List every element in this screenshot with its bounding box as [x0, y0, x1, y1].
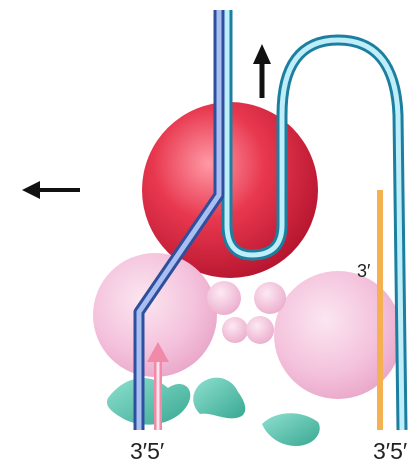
small-pink-sphere: [246, 316, 274, 344]
small-pink-sphere: [207, 281, 241, 315]
arrow-up-icon: [253, 44, 271, 98]
strand-ends-label-left: 3′5′: [130, 440, 164, 463]
small-pink-sphere: [254, 282, 286, 314]
teal-protein-blob: [193, 378, 245, 419]
strand-end-label: 3′: [357, 262, 370, 280]
teal-protein-blob: [107, 378, 190, 425]
strand-ends-label-right: 3′5′: [373, 440, 407, 463]
teal-protein-blob: [262, 413, 320, 446]
arrow-left-icon: [22, 181, 80, 199]
small-pink-sphere: [222, 317, 248, 343]
